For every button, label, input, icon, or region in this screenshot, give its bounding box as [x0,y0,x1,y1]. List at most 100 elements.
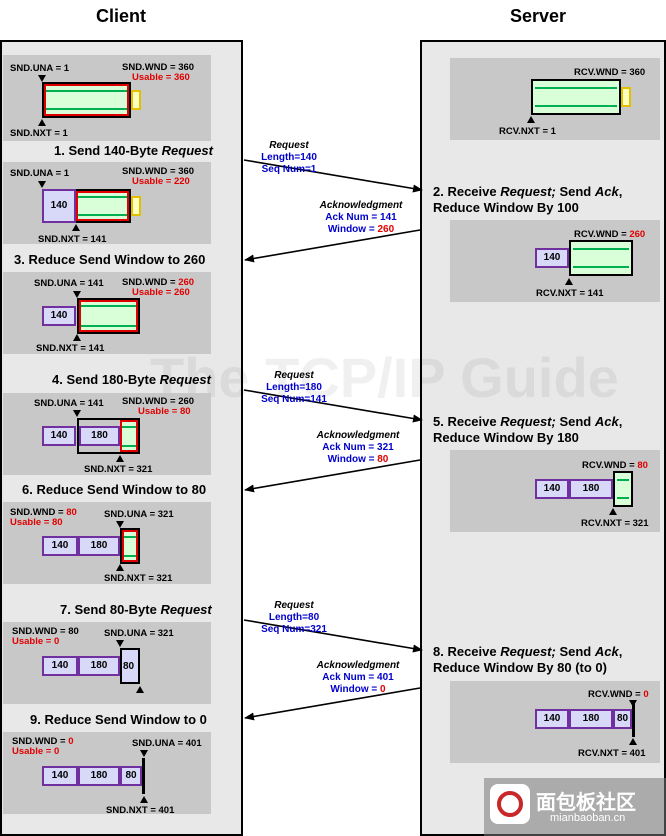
receive-window [569,240,633,276]
logo-subtext: mianbaoban.cn [550,812,626,824]
beyond-window [621,87,631,107]
server-header: Server [510,6,567,26]
window-line [78,214,127,216]
send-window [42,82,131,118]
usable-window [44,84,129,116]
arrow-request-1 [243,159,423,193]
step-6-title: 6. Reduce Send Window to 80 [22,482,207,497]
segment-140: 140 [535,479,569,499]
rcv-nxt-label: RCV.NXT = 1 [499,126,556,137]
step-7-title: 7. Send 80-Byte Request [60,602,212,617]
arrow-ack-2 [244,459,421,493]
request-message-1: Request Length=140 Seq Num=1 [261,140,317,175]
rcv-nxt-label: RCV.NXT = 401 [578,748,646,759]
usable-label: Usable = 360 [132,72,190,83]
window-line [617,497,629,499]
usable-label: Usable = 80 [138,406,191,417]
segment-180: 180 [78,766,120,786]
window-line [535,87,617,89]
rcv-nxt-pointer [527,116,535,123]
rcv-nxt-label: RCV.NXT = 321 [581,518,649,529]
segment-180: 180 [78,656,120,676]
rcv-nxt-label: RCV.NXT = 141 [536,288,604,299]
snd-una-label: SND.UNA = 1 [10,63,70,74]
step-8-title: 8. Receive Request; Send Ack, Reduce Win… [433,644,623,675]
snd-una-label: SND.UNA = 141 [34,398,104,409]
snd-una-pointer [116,521,124,528]
segment-140: 140 [42,426,76,446]
snd-una-label: SND.UNA = 321 [104,509,174,520]
snd-una-pointer [73,410,81,417]
usable-label: Usable = 220 [132,176,190,187]
receive-window [613,471,633,507]
segment-180: 180 [78,536,120,556]
segment-140: 140 [535,709,569,729]
snd-una-label: SND.UNA = 141 [34,278,104,289]
snd-nxt-pointer [72,224,80,231]
window-line [78,196,127,198]
window-line [617,479,629,481]
logo-icon-mark [497,791,523,817]
snd-nxt-pointer [38,119,46,126]
window-line [81,305,136,307]
arrow-ack-1 [244,229,421,263]
usable-label: Usable = 80 [10,517,63,528]
beyond-window [131,196,141,216]
segment-140: 140 [535,248,569,268]
segment-140: 140 [42,189,76,223]
snd-una-label: SND.UNA = 1 [10,168,70,179]
rcv-wnd-label: RCV.WND = 80 [582,460,648,471]
snd-wnd-label: SND.WND = 260 [122,277,195,288]
arrow-request-3 [243,619,423,653]
usable-window [120,420,138,452]
snd-wnd-label: SND.WND = 0 [12,736,74,747]
receive-window-fill [571,242,631,274]
window-line [46,108,127,110]
usable-label: Usable = 0 [12,636,60,647]
window-line [122,426,136,428]
window-line [124,555,136,557]
receive-window-fill [533,81,619,113]
zero-window-bar [142,758,145,794]
snd-nxt-label: SND.NXT = 321 [84,464,153,475]
ack-message-3: Acknowledgment Ack Num = 401 Window = 0 [316,660,400,695]
window-line [46,90,127,92]
segment-180: 180 [79,426,120,446]
snd-una-pointer [38,75,46,82]
beyond-window [131,90,141,110]
arrow-ack-3 [244,687,421,721]
usable-label: Usable = 260 [132,287,190,298]
window-line [535,105,617,107]
snd-wnd-label: SND.WND = 260 [122,396,195,407]
snd-wnd-label: SND.WND = 360 [122,166,195,177]
segment-80: 80 [120,766,142,786]
segment-180: 180 [569,479,613,499]
rcv-nxt-pointer [565,278,573,285]
step-9-title: 9. Reduce Send Window to 0 [30,712,207,727]
segment-140: 140 [42,536,78,556]
window-line [124,536,136,538]
logo-text: 面包板社区 [536,792,636,814]
usable-window [122,530,138,562]
client-header: Client [96,6,147,26]
ack-message-2: Acknowledgment Ack Num = 321 Window = 80 [316,430,400,465]
snd-nxt-pointer [136,686,144,693]
ack-message-1: Acknowledgment Ack Num = 141 Window = 26… [319,200,403,235]
request-message-2: Request Length=180 Seq Num=141 [261,370,327,405]
rcv-nxt-pointer [629,738,637,745]
step-4-title: 4. Send 180-Byte Request [52,372,211,387]
snd-nxt-label: SND.NXT = 141 [38,234,107,245]
snd-nxt-pointer [116,564,124,571]
snd-wnd-label: SND.WND = 80 [10,507,77,518]
snd-nxt-label: SND.NXT = 1 [10,128,68,139]
snd-nxt-label: SND.NXT = 321 [104,573,173,584]
watermark: The TCP/IP Guide [150,346,619,409]
zero-window-bar [632,701,635,737]
snd-nxt-pointer [116,455,124,462]
step-1-title: 1. Send 140-Byte Request [54,143,213,158]
snd-una-pointer [140,750,148,757]
window-line [81,325,136,327]
snd-wnd-label: SND.WND = 360 [122,62,195,73]
usable-label: Usable = 0 [12,746,60,757]
arrow-request-2 [243,389,423,423]
